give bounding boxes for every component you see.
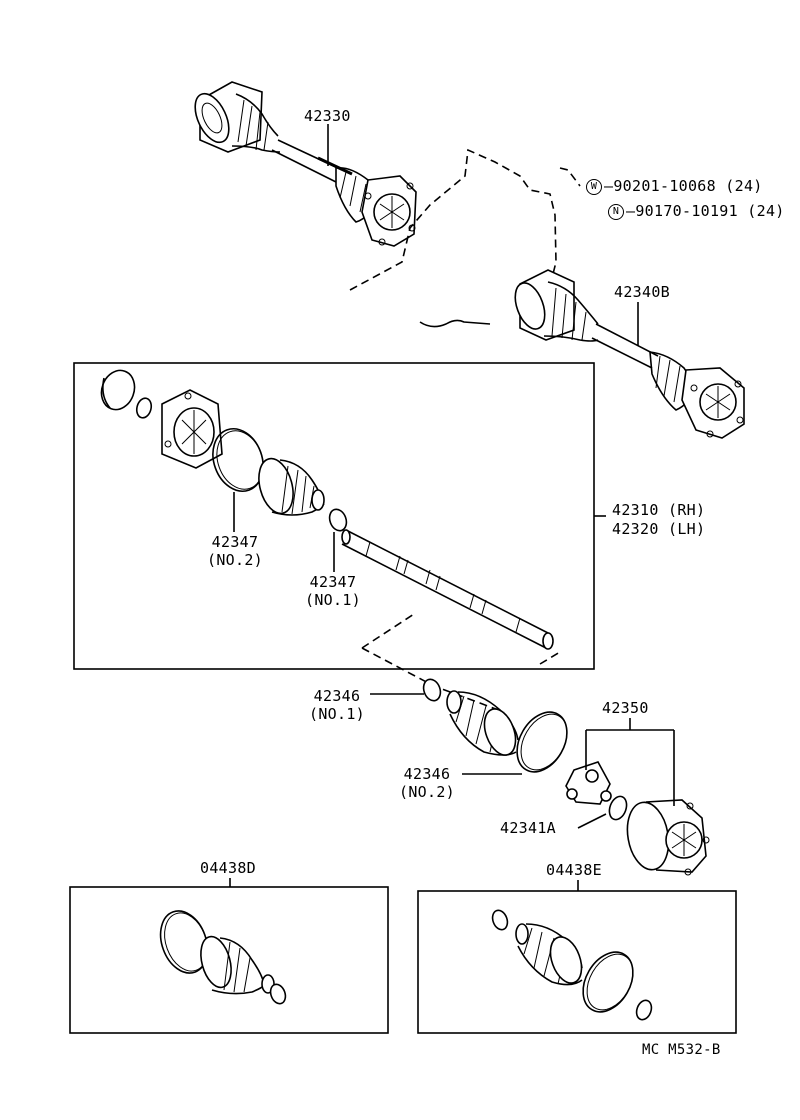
nut-mark-icon: N xyxy=(608,203,624,220)
cv-boot[interactable] xyxy=(253,455,325,517)
label-42347-no1: 42347 xyxy=(309,573,357,591)
kit-box-04438E xyxy=(417,890,737,1034)
label-42347-no1-sub: (NO.1) xyxy=(305,591,361,609)
label-42346-no1: 42346 xyxy=(313,687,361,705)
nut-part-number: —90170-10191 (24) xyxy=(626,202,785,220)
kit-box-04438D xyxy=(69,886,389,1034)
snap-ring[interactable] xyxy=(135,397,154,420)
washer-mark-icon: W xyxy=(586,178,602,195)
label-42341A: 42341A xyxy=(500,819,556,837)
boot-clamp-no1[interactable] xyxy=(327,507,350,533)
label-42330: 42330 xyxy=(304,107,351,125)
kit-d-parts[interactable] xyxy=(152,904,288,1005)
label-42346-no2-sub: (NO.2) xyxy=(399,783,455,801)
end-cap[interactable] xyxy=(96,366,140,415)
axle-shaft[interactable] xyxy=(341,529,554,650)
label-washer: W—90201-10068 (24) xyxy=(586,178,763,195)
label-42346-no1-sub: (NO.1) xyxy=(309,705,365,723)
label-42340B: 42340B xyxy=(614,283,670,301)
clamp-42346-no1[interactable] xyxy=(421,677,444,703)
tripod-joint-42350[interactable] xyxy=(565,761,612,805)
label-04438D: 04438D xyxy=(200,859,256,877)
label-04438E: 04438E xyxy=(546,861,602,879)
outer-housing[interactable] xyxy=(622,799,710,876)
drive-shaft-42330[interactable] xyxy=(188,81,417,247)
label-42347-no2: 42347 xyxy=(211,533,259,551)
inner-joint[interactable] xyxy=(161,389,223,469)
label-42350: 42350 xyxy=(602,699,649,717)
label-42310: 42310 (RH) xyxy=(612,501,706,519)
washer-part-number: —90201-10068 (24) xyxy=(604,177,763,195)
drive-shaft-42340B[interactable] xyxy=(510,269,745,439)
label-42346-no2: 42346 xyxy=(403,765,451,783)
label-42347-no2-sub: (NO.2) xyxy=(207,551,263,569)
label-42320: 42320 (LH) xyxy=(612,520,706,538)
snap-ring-42341A[interactable] xyxy=(606,794,629,822)
label-nut: N—90170-10191 (24) xyxy=(608,203,785,220)
kit-e-parts[interactable] xyxy=(490,908,654,1022)
diagram-code: MC M532-B xyxy=(642,1042,721,1058)
outer-boot[interactable] xyxy=(446,690,521,759)
